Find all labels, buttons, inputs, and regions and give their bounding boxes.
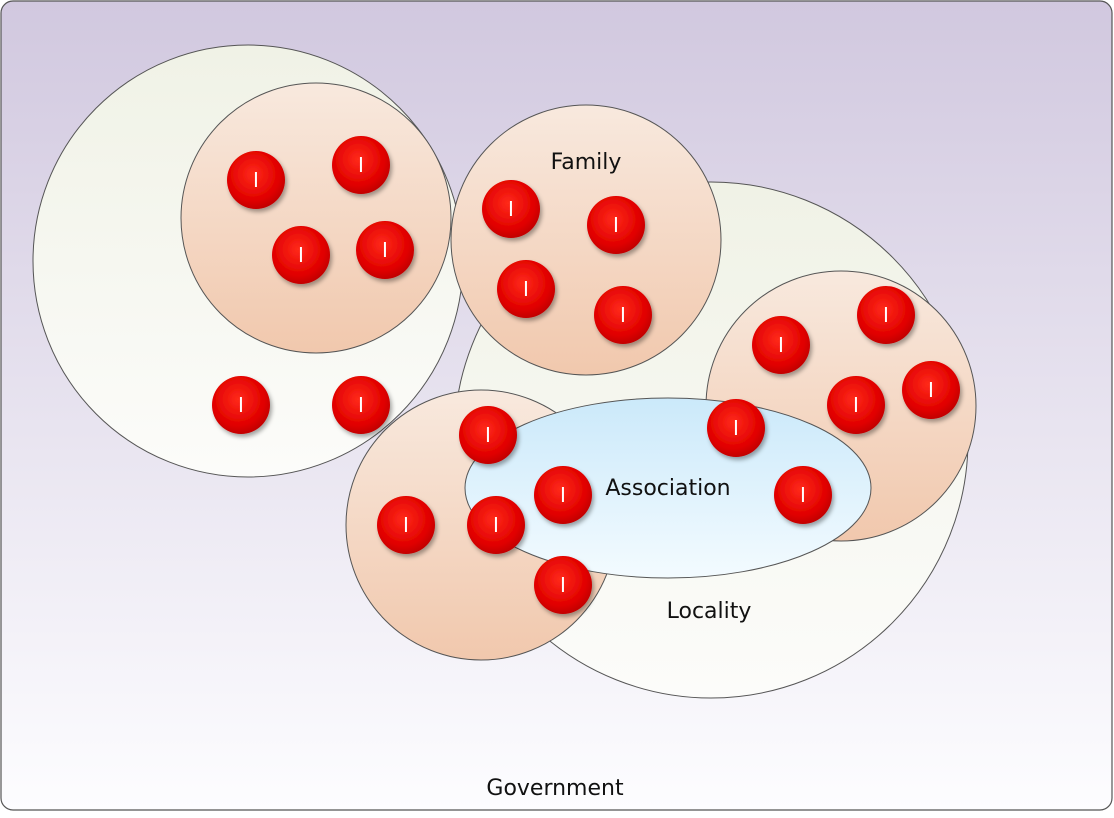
- individual-marker-label: I: [508, 197, 514, 221]
- individual-circle: [272, 226, 330, 284]
- individual-circle: [227, 151, 285, 209]
- individual-marker-label: I: [853, 393, 859, 417]
- individual-marker-label: I: [253, 168, 259, 192]
- individual-marker: I: [534, 466, 592, 524]
- individual-circle: [497, 260, 555, 318]
- individual-marker-label: I: [358, 153, 364, 177]
- individual-marker-label: I: [485, 423, 491, 447]
- individual-marker-label: I: [778, 333, 784, 357]
- individual-marker-label: I: [620, 303, 626, 327]
- individual-circle: [587, 196, 645, 254]
- individual-marker: I: [827, 376, 885, 434]
- individual-marker-label: I: [733, 416, 739, 440]
- individual-marker: I: [459, 406, 517, 464]
- individual-circle: [534, 466, 592, 524]
- individual-marker-label: I: [523, 277, 529, 301]
- individual-circle: [774, 466, 832, 524]
- individual-circle: [827, 376, 885, 434]
- individual-marker-label: I: [883, 303, 889, 327]
- individual-marker-label: I: [403, 513, 409, 537]
- individual-marker: I: [482, 180, 540, 238]
- individual-circle: [482, 180, 540, 238]
- individual-marker-label: I: [238, 393, 244, 417]
- individual-circle: [707, 399, 765, 457]
- individual-marker: I: [467, 496, 525, 554]
- individual-marker-label: I: [298, 243, 304, 267]
- family-label: Family: [551, 150, 622, 175]
- individual-marker: I: [377, 496, 435, 554]
- individual-marker: I: [272, 226, 330, 284]
- individual-circle: [212, 376, 270, 434]
- individual-circle: [534, 556, 592, 614]
- individual-circle: [752, 316, 810, 374]
- individual-marker: I: [332, 376, 390, 434]
- individual-circle: [902, 361, 960, 419]
- individual-circle: [594, 286, 652, 344]
- individual-circle: [332, 376, 390, 434]
- individual-marker: I: [774, 466, 832, 524]
- individual-marker: I: [594, 286, 652, 344]
- individual-circle: [459, 406, 517, 464]
- individuals-group: I I I I I I I I I I I I I I I I I I I I I: [212, 136, 960, 614]
- individual-marker-label: I: [493, 513, 499, 537]
- family-region-top-center: [450, 104, 722, 376]
- individual-marker: I: [356, 221, 414, 279]
- individual-marker: I: [707, 399, 765, 457]
- individual-marker-label: I: [560, 573, 566, 597]
- family-region-top-left: [180, 82, 452, 354]
- government-label: Government: [486, 776, 624, 801]
- individual-marker: I: [497, 260, 555, 318]
- association-label: Association: [605, 476, 730, 501]
- individual-marker-label: I: [800, 483, 806, 507]
- individual-marker-label: I: [928, 378, 934, 402]
- individual-marker: I: [227, 151, 285, 209]
- individual-marker: I: [752, 316, 810, 374]
- individual-marker-label: I: [358, 393, 364, 417]
- individual-marker-label: I: [560, 483, 566, 507]
- individual-circle: [467, 496, 525, 554]
- individual-circle: [377, 496, 435, 554]
- individual-marker: I: [587, 196, 645, 254]
- individual-marker: I: [857, 286, 915, 344]
- individual-marker: I: [902, 361, 960, 419]
- individual-circle: [332, 136, 390, 194]
- individual-marker-label: I: [382, 238, 388, 262]
- locality-label: Locality: [667, 599, 752, 624]
- individual-circle: [356, 221, 414, 279]
- individual-circle: [857, 286, 915, 344]
- individual-marker-label: I: [613, 213, 619, 237]
- individual-marker: I: [212, 376, 270, 434]
- individual-marker: I: [534, 556, 592, 614]
- individual-marker: I: [332, 136, 390, 194]
- association-region: [464, 397, 872, 579]
